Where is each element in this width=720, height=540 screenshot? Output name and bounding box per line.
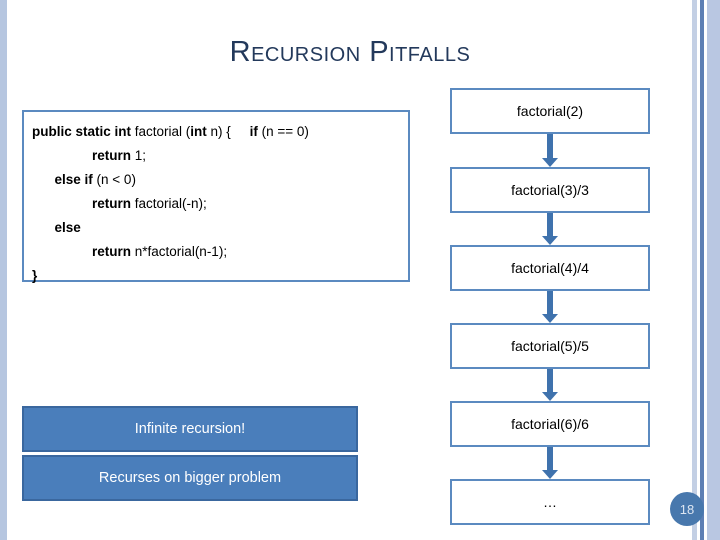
- code-line: }: [32, 264, 402, 288]
- code-line: else if (n < 0): [32, 168, 402, 192]
- right-edge-band-1: [692, 0, 697, 540]
- code-token: (n == 0): [261, 124, 309, 139]
- code-token: return: [92, 244, 135, 259]
- code-token: [32, 220, 55, 235]
- code-token: if: [249, 124, 262, 139]
- code-token: int: [190, 124, 211, 139]
- left-edge-band-outer: [0, 0, 7, 540]
- code-token: return: [92, 196, 135, 211]
- flow-box: …: [450, 479, 650, 525]
- flow-box: factorial(4)/4: [450, 245, 650, 291]
- flow-box: factorial(5)/5: [450, 323, 650, 369]
- code-token: factorial(-n);: [134, 196, 207, 211]
- code-token: [32, 172, 55, 187]
- flow-box-label: factorial(6)/6: [511, 416, 589, 432]
- flow-box: factorial(3)/3: [450, 167, 650, 213]
- code-token: (n < 0): [96, 172, 136, 187]
- page-number-badge: 18: [670, 492, 704, 526]
- right-edge-band-5: [707, 0, 720, 540]
- code-token: return: [92, 148, 135, 163]
- code-snippet-box: public static int factorial (int n) { if…: [22, 110, 410, 283]
- flow-arrow-stem: [547, 134, 553, 158]
- code-token: n) {: [210, 124, 231, 139]
- callout-label: Infinite recursion!: [134, 421, 246, 437]
- right-edge-band-4: [704, 0, 707, 540]
- flow-box: factorial(6)/6: [450, 401, 650, 447]
- code-token: [231, 124, 250, 139]
- callout-box: Recurses on bigger problem: [22, 455, 358, 501]
- flow-box-label: …: [543, 494, 557, 510]
- code-token: [32, 148, 92, 163]
- right-edge-band-2: [697, 0, 700, 540]
- code-line: return n*factorial(n-1);: [32, 240, 402, 264]
- code-token: else if: [54, 172, 97, 187]
- code-line: else: [32, 216, 402, 240]
- flow-box: factorial(2): [450, 88, 650, 134]
- callout-label: Recurses on bigger problem: [98, 470, 282, 486]
- flow-arrow-stem: [547, 291, 553, 314]
- code-token: 1;: [134, 148, 147, 163]
- flow-arrow-head-icon: [542, 392, 558, 401]
- code-token: [32, 244, 92, 259]
- code-line: return factorial(-n);: [32, 192, 402, 216]
- flow-box-label: factorial(3)/3: [511, 182, 589, 198]
- flow-box-label: factorial(5)/5: [511, 338, 589, 354]
- code-line: public static int factorial (int n) { if…: [32, 120, 402, 144]
- code-token: n*factorial(n-1);: [134, 244, 228, 259]
- flow-arrow-head-icon: [542, 314, 558, 323]
- flow-box-label: factorial(2): [516, 103, 584, 119]
- flow-arrow-head-icon: [542, 470, 558, 479]
- slide-title: Recursion Pitfalls: [229, 36, 471, 68]
- flow-arrow-stem: [547, 369, 553, 392]
- code-token: public static int: [32, 124, 135, 139]
- right-edge-band-3: [700, 0, 704, 540]
- code-token: factorial (: [134, 124, 191, 139]
- flow-arrow-head-icon: [542, 158, 558, 167]
- callout-box: Infinite recursion!: [22, 406, 358, 452]
- flow-arrow-stem: [547, 213, 553, 236]
- code-token: }: [32, 268, 38, 283]
- left-edge-band-inner: [7, 0, 11, 540]
- flow-arrow-stem: [547, 447, 553, 470]
- code-snippet-text: public static int factorial (int n) { if…: [32, 120, 402, 288]
- code-token: [32, 196, 92, 211]
- flow-arrow-head-icon: [542, 236, 558, 245]
- flow-box-label: factorial(4)/4: [511, 260, 589, 276]
- code-token: else: [54, 220, 81, 235]
- code-line: return 1;: [32, 144, 402, 168]
